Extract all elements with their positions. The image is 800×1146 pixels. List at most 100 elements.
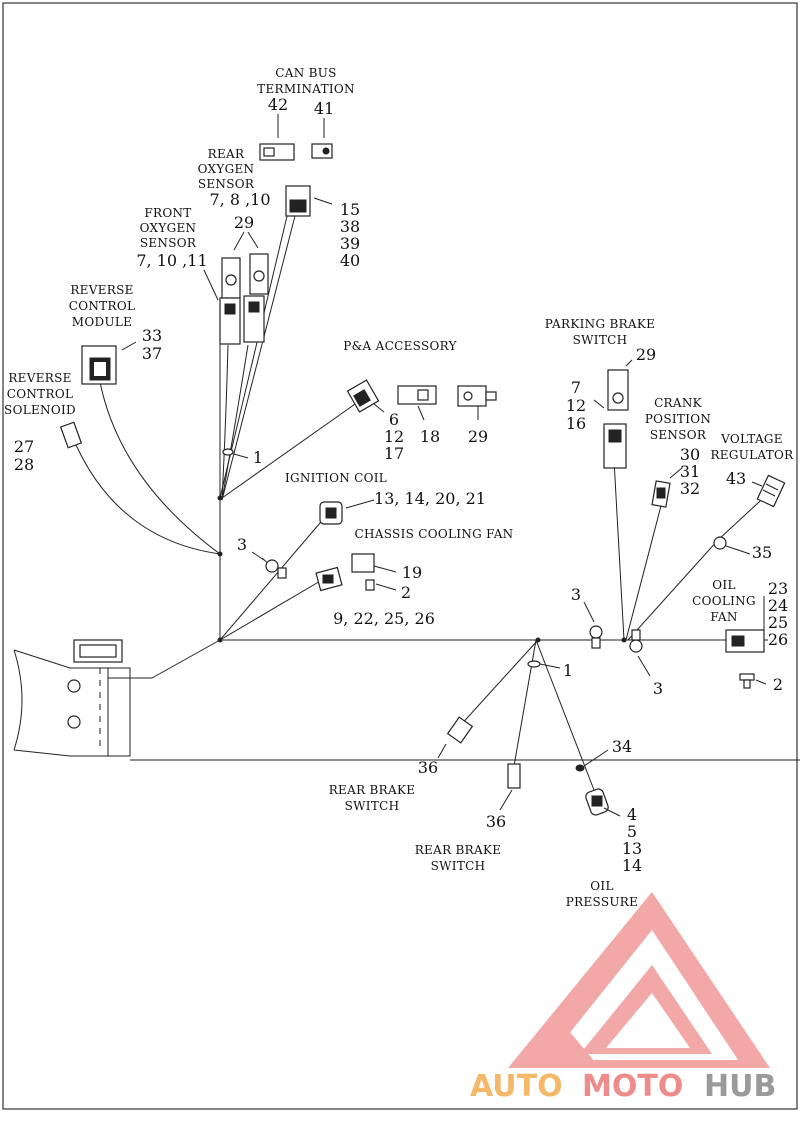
callout-43: 43 (726, 469, 746, 488)
callout-numbers: 42 41 7, 8 ,10 15 38 39 40 29 7, 10 ,11 … (14, 95, 788, 875)
label-chassis-fan: CHASSIS COOLING FAN (355, 527, 514, 541)
watermark-logo (508, 892, 770, 1068)
label-rear-oxy-3: SENSOR (198, 177, 255, 191)
rear-brake-connector-b (507, 763, 521, 789)
callout-29-front: 29 (234, 213, 254, 232)
label-oil-fan-2: COOLING (692, 594, 756, 608)
label-rear-brake-b-2: SWITCH (431, 859, 486, 873)
oil-cooling-fan-connector (725, 629, 765, 653)
parking-brake-cap-29 (607, 369, 629, 411)
pushpin-2-right (739, 673, 755, 689)
can-bus-terminator-41 (311, 143, 333, 159)
label-rear-brake-b-1: REAR BRAKE (415, 843, 502, 857)
callout-19: 19 (402, 563, 422, 582)
callout-12-pa: 12 (384, 427, 404, 446)
callout-1-bottom: 1 (563, 661, 573, 680)
label-can-bus-1: CAN BUS (275, 66, 336, 80)
clip-3-right-bottom (629, 629, 643, 653)
junction-dots (217, 495, 627, 643)
callout-25: 25 (768, 613, 788, 632)
callout-40: 40 (340, 251, 360, 270)
parking-brake-connector (603, 423, 627, 469)
label-parking-brake-2: SWITCH (573, 333, 628, 347)
label-rev-solenoid-1: REVERSE (8, 371, 71, 385)
clip-3-right-top (589, 625, 603, 649)
leader-lines (121, 114, 768, 817)
callout-rear-oxy: 7, 8 ,10 (209, 190, 270, 209)
callout-15: 15 (340, 200, 360, 219)
label-rev-solenoid-3: SOLENOID (4, 403, 76, 417)
component-labels: CAN BUS TERMINATION REAR OXYGEN SENSOR F… (4, 66, 794, 909)
callout-36-b: 36 (486, 812, 506, 831)
callout-fan: 9, 22, 25, 26 (333, 609, 435, 628)
pa-accessory-connector (346, 379, 380, 413)
watermark-auto: AUTO (470, 1069, 563, 1104)
watermark-text: AUTO MOTO HUB (470, 1069, 776, 1104)
pa-accessory-cap-29 (457, 385, 497, 407)
front-oxygen-connector-left (219, 257, 241, 345)
clip-1-bottom (527, 660, 541, 668)
chassis-frame (13, 639, 800, 761)
label-rev-module-2: CONTROL (69, 299, 135, 313)
label-oil-fan-1: OIL (712, 578, 735, 592)
oil-pressure-sensor (585, 788, 609, 816)
callout-14-oil: 14 (622, 856, 642, 875)
pushpin-2-mid (365, 579, 375, 591)
callout-5: 5 (627, 822, 637, 841)
label-front-oxy-2: OXYGEN (140, 221, 197, 235)
diagram-border (2, 2, 798, 1110)
label-rear-brake-a-2: SWITCH (345, 799, 400, 813)
callout-4: 4 (627, 805, 637, 824)
can-bus-connector-42 (259, 143, 295, 161)
label-oil-pressure-2: PRESSURE (566, 895, 638, 909)
pa-accessory-plug-18 (397, 385, 437, 405)
callout-29-pa: 29 (468, 427, 488, 446)
callout-41: 41 (314, 99, 334, 118)
label-crank-1: CRANK (654, 396, 703, 410)
label-rear-brake-a-1: REAR BRAKE (329, 783, 416, 797)
callout-30: 30 (680, 445, 700, 464)
label-rev-module-1: REVERSE (70, 283, 133, 297)
watermark-hub: HUB (704, 1069, 776, 1104)
clip-34 (575, 764, 585, 772)
label-parking-brake-1: PARKING BRAKE (545, 317, 655, 331)
callout-26: 26 (768, 630, 788, 649)
label-front-oxy-1: FRONT (144, 206, 191, 220)
label-voltage-reg-2: REGULATOR (710, 448, 794, 462)
label-oil-pressure-1: OIL (590, 879, 613, 893)
callout-3-right-top: 3 (571, 585, 581, 604)
callout-3-right-bottom: 3 (653, 679, 663, 698)
callout-33: 33 (142, 326, 162, 345)
front-oxygen-connector-right (243, 253, 269, 343)
clip-3-left (265, 559, 287, 579)
label-rev-module-3: MODULE (72, 315, 132, 329)
callout-3-left: 3 (237, 535, 247, 554)
callout-42: 42 (268, 95, 288, 114)
label-front-oxy-3: SENSOR (140, 236, 197, 250)
clip-1-top (222, 448, 234, 456)
reverse-control-module (81, 345, 117, 385)
callout-2-mid: 2 (401, 583, 411, 602)
label-crank-2: POSITION (645, 412, 711, 426)
callout-36-a: 36 (418, 758, 438, 777)
label-rear-oxy-2: OXYGEN (198, 162, 255, 176)
label-crank-3: SENSOR (650, 428, 707, 442)
ignition-coil-connector (319, 501, 343, 525)
callout-34: 34 (612, 737, 632, 756)
label-ignition-coil: IGNITION COIL (285, 471, 387, 485)
callout-18: 18 (420, 427, 440, 446)
callout-24: 24 (768, 596, 788, 615)
callout-31: 31 (680, 462, 700, 481)
label-can-bus-2: TERMINATION (257, 82, 355, 96)
callout-6: 6 (389, 410, 399, 429)
callout-ignition: 13, 14, 20, 21 (374, 489, 486, 508)
callout-23: 23 (768, 579, 788, 598)
callout-28: 28 (14, 455, 34, 474)
callout-13-oil: 13 (622, 839, 642, 858)
label-rev-solenoid-2: CONTROL (7, 387, 73, 401)
crank-position-connector (651, 480, 671, 508)
chassis-fan-cap-19 (351, 553, 375, 573)
reverse-solenoid-connector (59, 421, 83, 449)
callout-17: 17 (384, 444, 404, 463)
